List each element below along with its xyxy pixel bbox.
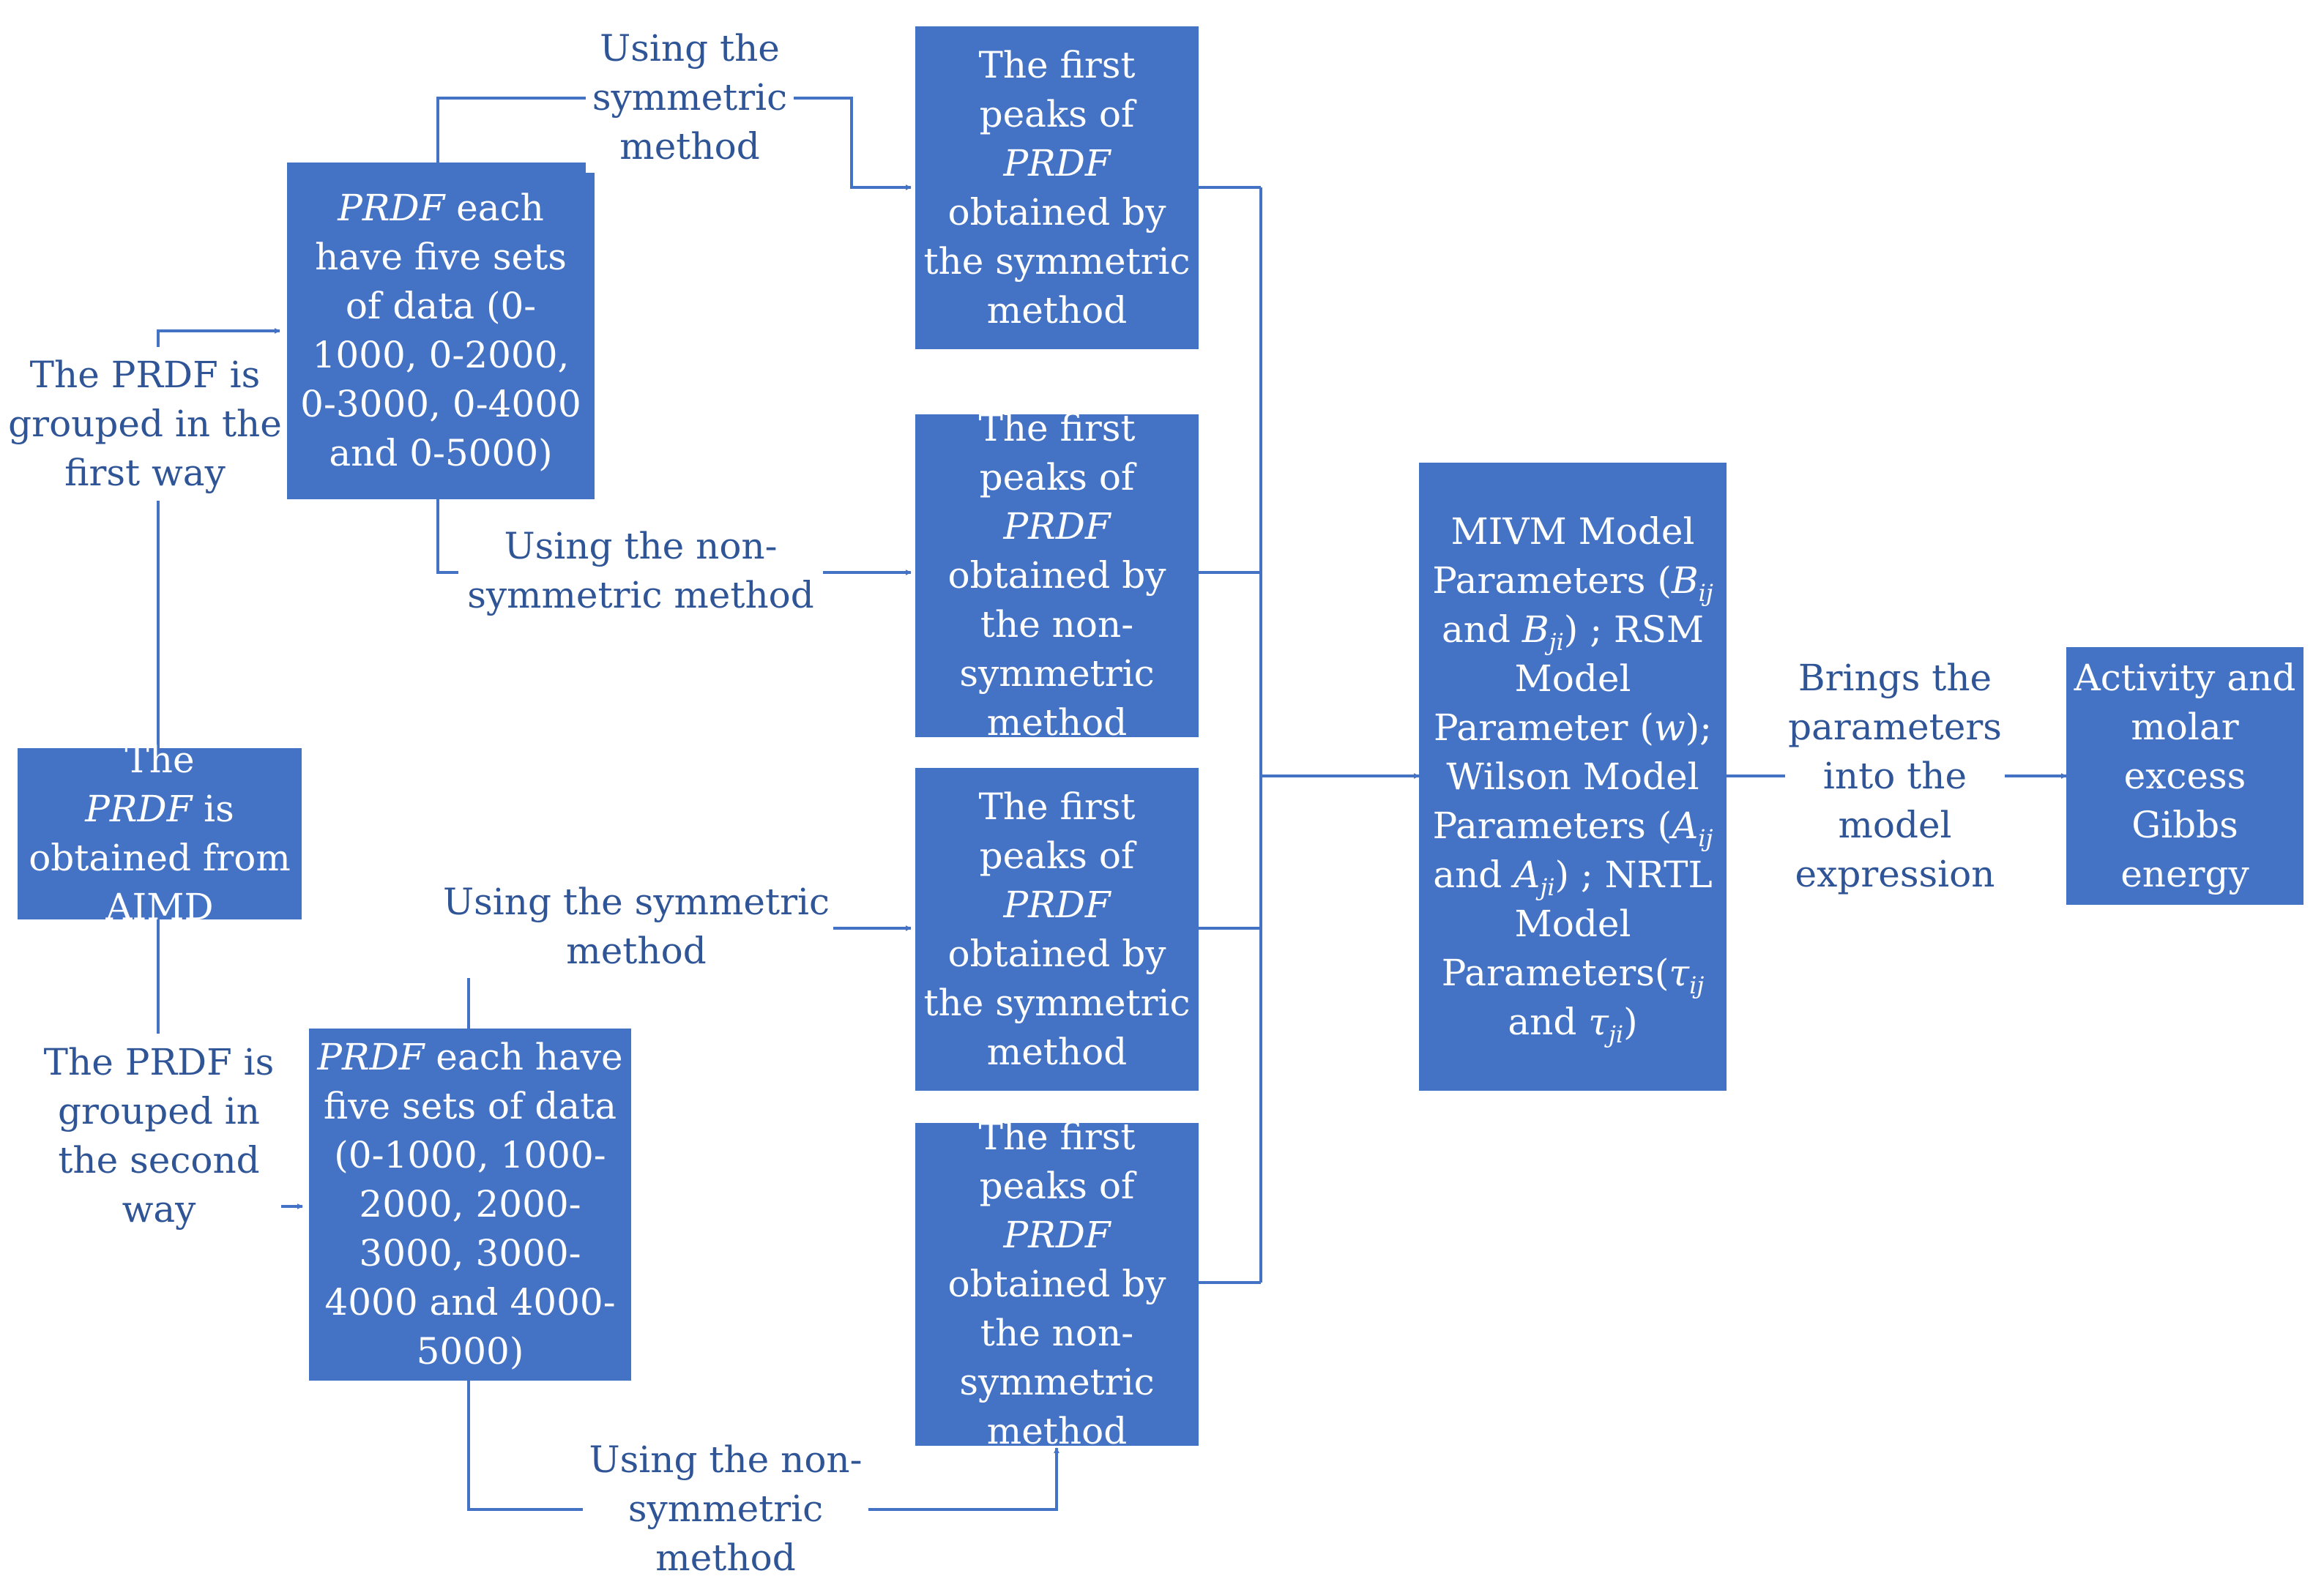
node-model-parameters: MIVM Model Parameters (Bij and Bji) ; RS…	[1419, 463, 1727, 1091]
edge-aimd-to-first-way	[157, 328, 280, 748]
label-grouped-first-way: The PRDF is grouped in the first way	[4, 347, 286, 501]
label-grouped-second-way: The PRDF is grouped in the second way	[37, 1034, 281, 1239]
label-brings-parameters: Brings the parameters into the model exp…	[1785, 652, 2005, 900]
label-using-nonsymmetric-bottom: Using the non-symmetric method	[583, 1433, 868, 1584]
edge-second-way-to-peaks-sym-2	[467, 928, 911, 1029]
edge-first-way-to-peaks-sym-1	[436, 97, 912, 190]
label-using-nonsymmetric-top: Using the non-symmetric method	[458, 520, 823, 622]
node-prdf-from-aimd: The PRDF is obtained from AIMD	[18, 739, 302, 928]
node-first-way-data-sets: PRDF each have five sets of data (0-1000…	[287, 163, 595, 499]
label-using-symmetric-top: Using the symmetric method	[586, 22, 794, 173]
node-peaks-symmetric-2: The first peaks of PRDF obtained by the …	[915, 768, 1199, 1091]
node-second-way-data-sets: PRDF each have five sets of data (0-1000…	[309, 1029, 631, 1381]
label-using-symmetric-bottom: Using the symmetric method	[439, 876, 833, 978]
node-activity-gibbs-energy: Activity and molar excess Gibbs energy	[2066, 647, 2303, 905]
node-peaks-nonsymmetric-1: The first peaks of PRDF obtained by the …	[915, 407, 1199, 744]
node-peaks-nonsymmetric-2: The first peaks of PRDF obtained by the …	[915, 1116, 1199, 1452]
node-peaks-symmetric-1: The first peaks of PRDF obtained by the …	[915, 26, 1199, 349]
